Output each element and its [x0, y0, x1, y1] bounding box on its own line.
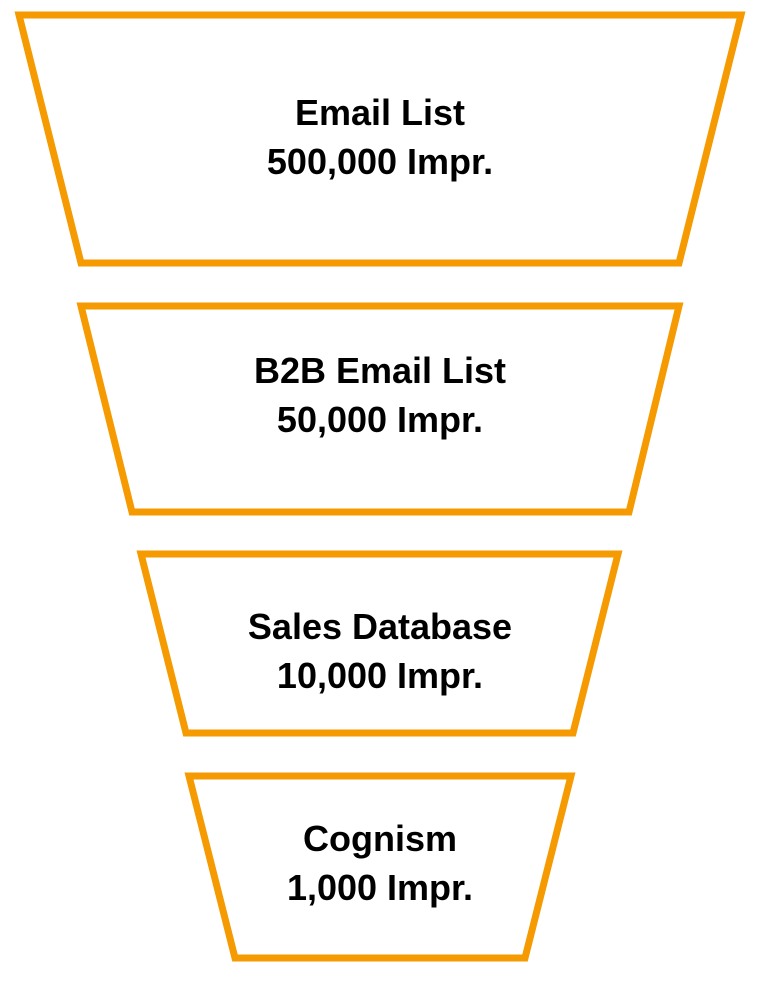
stage-1-name: Email List — [295, 92, 465, 133]
funnel-stage-3: Sales Database 10,000 Impr. — [136, 550, 623, 737]
stage-1-shape — [14, 11, 746, 267]
stage-1-value: 500,000 Impr. — [267, 141, 493, 182]
stage-4-shape — [184, 772, 576, 962]
funnel-stage-1: Email List 500,000 Impr. — [14, 11, 746, 267]
stage-2-shape — [76, 302, 684, 516]
stage-3-value: 10,000 Impr. — [277, 655, 483, 696]
stage-3-shape — [136, 550, 623, 737]
funnel-stage-2: B2B Email List 50,000 Impr. — [76, 302, 684, 516]
stage-4-name: Cognism — [303, 818, 457, 859]
stage-2-name: B2B Email List — [254, 350, 506, 391]
stage-4-value: 1,000 Impr. — [287, 867, 473, 908]
stage-2-value: 50,000 Impr. — [277, 399, 483, 440]
funnel-stage-4: Cognism 1,000 Impr. — [184, 772, 576, 962]
stage-3-name: Sales Database — [248, 606, 512, 647]
